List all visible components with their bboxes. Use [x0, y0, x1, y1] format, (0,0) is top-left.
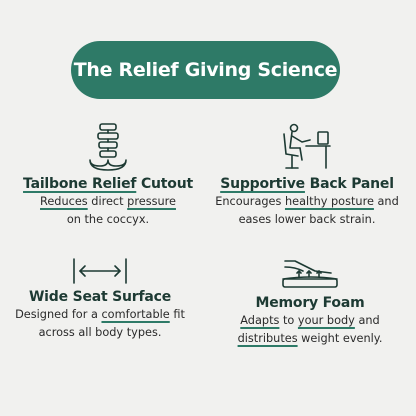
desk-posture-icon [283, 123, 331, 169]
foam-pressure-icon [282, 260, 338, 288]
spine-seat-icon [89, 123, 127, 171]
feature-back-panel: Supportive Back Panel Encourages healthy… [202, 122, 412, 228]
title-banner: The Relief Giving Science [71, 41, 340, 99]
feature-memory-foam: Memory Foam Adapts to your body and dist… [205, 257, 415, 347]
page-title: The Relief Giving Science [73, 59, 338, 81]
feature-wide-seat: Wide Seat Surface Designed for a comfort… [0, 257, 200, 341]
feature-description: on the coccyx. [66, 213, 150, 226]
feature-heading: Supportive [220, 176, 305, 192]
feature-tailbone-relief: Tailbone Relief Cutout Reduces direct pr… [8, 122, 208, 228]
feature-heading: Tailbone Relief [23, 176, 137, 192]
feature-description: eases lower back strain. [238, 213, 376, 226]
feature-heading: Wide Seat Surface [28, 289, 172, 305]
width-arrows-icon [73, 258, 127, 284]
feature-heading: Memory Foam [255, 295, 365, 311]
feature-description: across all body types. [38, 326, 162, 339]
